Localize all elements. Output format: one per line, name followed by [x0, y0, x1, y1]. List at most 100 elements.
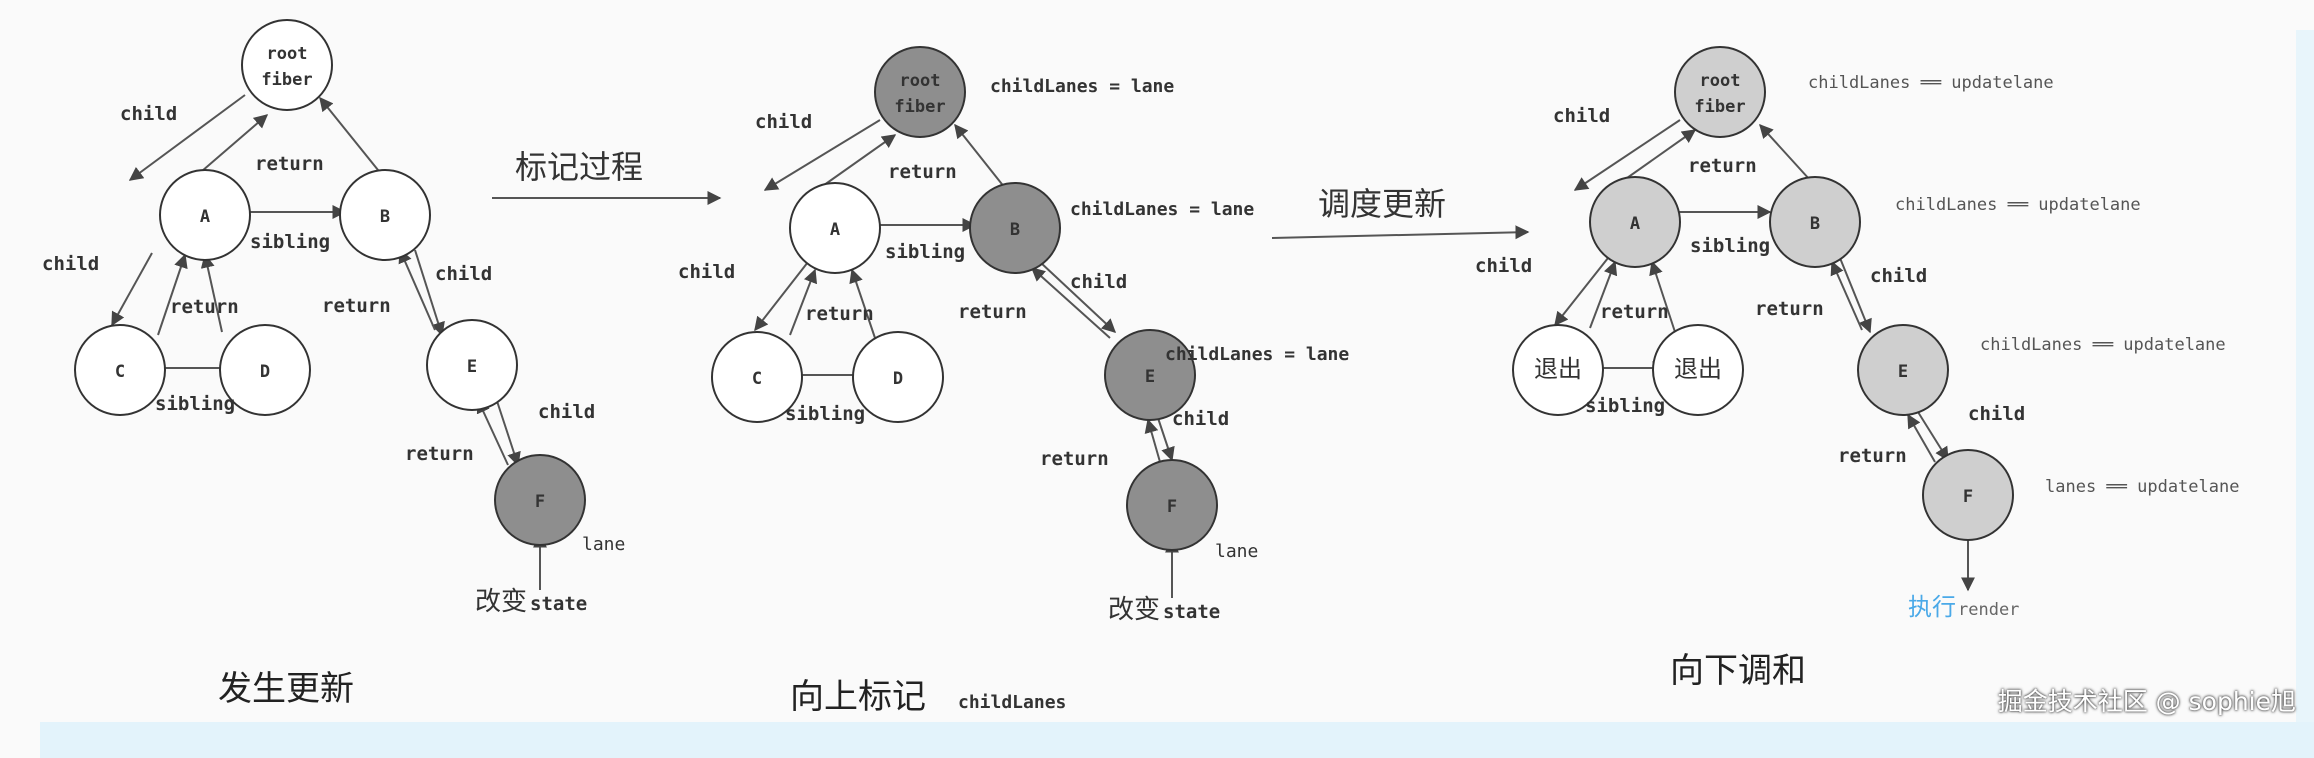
edge-child [1917, 411, 1949, 462]
diagram-label: return [958, 301, 1027, 323]
diagram-label: sibling [155, 393, 235, 415]
node-e-circle [1104, 329, 1196, 421]
diagram-label: return [1755, 298, 1824, 320]
edge-return [1759, 123, 1811, 181]
diagram-label: sibling [885, 241, 965, 263]
node-a-label: A [1630, 214, 1640, 234]
edge-child [494, 394, 521, 467]
node-d-label: D [893, 369, 903, 389]
root-fiber-label: fiber [894, 97, 945, 117]
schedule-update-label: 调度更新 [1318, 185, 1446, 223]
node-d-circle [219, 324, 311, 416]
caption-panel2: 向上标记 [790, 677, 926, 717]
edge-return [476, 398, 509, 466]
diagram-label: child [678, 261, 735, 283]
node-b-label: B [380, 207, 390, 227]
change-state-label: state [530, 593, 587, 615]
diagram-label: return [888, 161, 957, 183]
node-d-label: D [260, 362, 270, 382]
edge-return [319, 96, 383, 176]
diagram-label: childLanes = lane [1165, 344, 1349, 365]
node-f-circle [1922, 449, 2014, 541]
diagram-label: sibling [785, 403, 865, 425]
node-d-exit-label: 退出 [1674, 355, 1722, 383]
node-a-circle [159, 169, 251, 261]
edge-return [1830, 260, 1863, 331]
diagram-label: return [1040, 448, 1109, 470]
diagram-label: child [1968, 403, 2025, 425]
node-a-label: A [200, 207, 210, 227]
right-border-band [2296, 30, 2314, 730]
edge-return [200, 253, 223, 333]
edge-child [414, 249, 445, 337]
node-b-circle [1769, 176, 1861, 268]
schedule-arrow [1271, 225, 1530, 240]
diagram-label: return [1838, 445, 1907, 467]
edge-child [1573, 119, 1681, 191]
diagram-label: childLanes ══ updatelane [1980, 335, 2226, 355]
edge-return [789, 268, 818, 336]
change-state-label: 改变 [1108, 595, 1160, 625]
edge-return [157, 253, 188, 336]
exec-label: 执行 [1908, 593, 1956, 621]
diagram-label: childLanes ══ updatelane [1808, 73, 2054, 93]
diagram-label: childLanes = lane [1070, 199, 1254, 220]
node-c-label: C [115, 362, 125, 382]
node-e-circle [1857, 324, 1949, 416]
node-a-circle [789, 182, 881, 274]
diagram-label: sibling [1585, 395, 1665, 417]
node-c-circle [711, 331, 803, 423]
diagram-label: child [1070, 271, 1127, 293]
diagram-label: sibling [250, 231, 330, 253]
diagram-label: child [1870, 265, 1927, 287]
diagram-label: childLanes ══ updatelane [1895, 195, 2141, 215]
node-d-exit-circle [1652, 324, 1744, 416]
node-f-label: F [535, 492, 545, 512]
edge-return [954, 123, 1006, 189]
diagram-label: child [435, 263, 492, 285]
diagram-label: return [805, 303, 874, 325]
diagram-label: lanes ══ updatelane [2045, 477, 2239, 497]
exec-label: render [1958, 600, 2019, 620]
diagram-label: return [255, 153, 324, 175]
root-fiber-circle [874, 46, 966, 138]
node-c-exit-label: 退出 [1534, 355, 1582, 383]
node-e-label: E [1898, 362, 1908, 382]
caption-panel2-code: childLanes [958, 692, 1066, 713]
diagram-label: return [405, 443, 474, 465]
node-f-circle [494, 454, 586, 546]
node-f-label: F [1963, 487, 1973, 507]
edge-child [763, 119, 881, 191]
diagram-label: return [1688, 155, 1757, 177]
root-fiber-label: root [900, 71, 941, 91]
root-fiber-label: root [267, 44, 308, 64]
edge-child [128, 94, 246, 181]
edge-return [1030, 267, 1111, 339]
diagram-label: lane [1215, 541, 1258, 562]
node-d-circle [852, 331, 944, 423]
mark-process-label: 标记过程 [515, 148, 643, 186]
edge-return [398, 248, 436, 331]
edge-child [1839, 257, 1872, 334]
edge-child [1039, 261, 1117, 333]
edge-child [1157, 417, 1175, 462]
node-a-label: A [830, 220, 840, 240]
node-f-circle [1126, 459, 1218, 551]
node-c-label: C [752, 369, 762, 389]
root-fiber-label: root [1700, 71, 1741, 91]
watermark: 掘金技术社区 @ sophie旭 [1997, 687, 2296, 716]
diagram-label: return [322, 295, 391, 317]
node-b-label: B [1810, 214, 1820, 234]
edge-child [1554, 257, 1609, 327]
diagram-label: childLanes = lane [990, 76, 1174, 97]
node-b-circle [339, 169, 431, 261]
edge-return [1907, 413, 1936, 463]
edge-child [111, 252, 153, 327]
bottom-border-band [40, 722, 2314, 758]
root-fiber-label: fiber [261, 70, 312, 90]
edge-return [1589, 260, 1618, 329]
diagram-label: return [170, 296, 239, 318]
node-e-label: E [1145, 367, 1155, 387]
